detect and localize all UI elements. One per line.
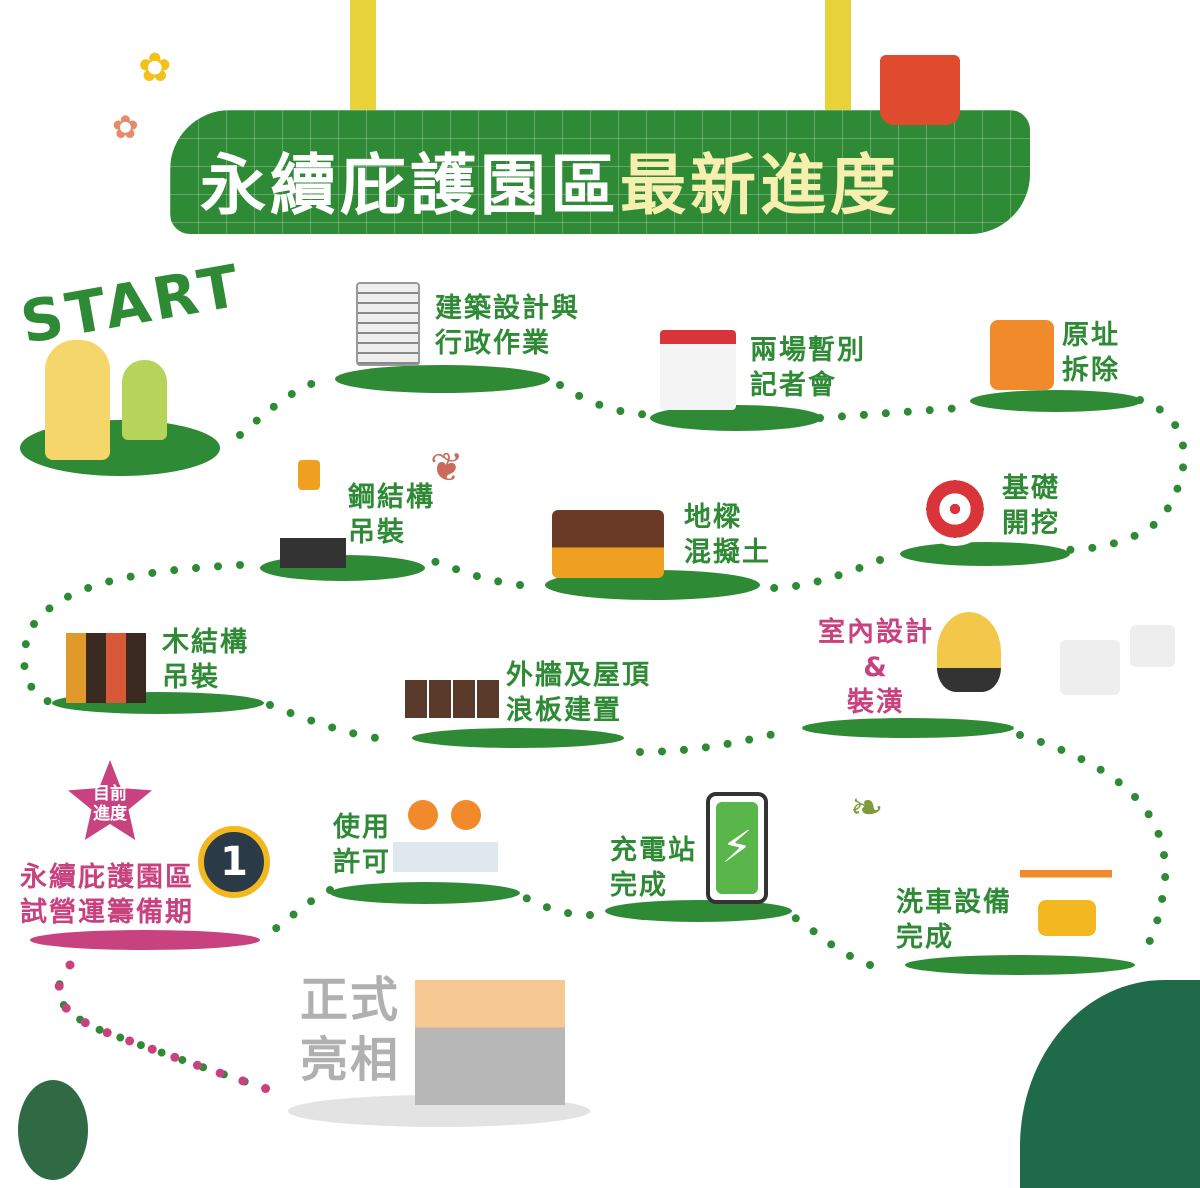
wood-planks-icon — [66, 633, 146, 703]
platform — [412, 728, 624, 748]
platform — [905, 955, 1135, 975]
butterfly-icon: ❦ — [430, 445, 464, 491]
leaf-icon: ❧ — [850, 785, 884, 831]
calendar-icon — [660, 330, 736, 410]
platform — [605, 900, 792, 922]
platform — [970, 390, 1142, 412]
flower-icon: ✿ — [112, 108, 139, 146]
platform — [802, 718, 1014, 738]
current-platform — [30, 930, 260, 950]
title-part-2: 最新進度 — [620, 147, 900, 224]
pawn-icon — [45, 340, 110, 460]
milestone-permit: 使用 許可 — [333, 812, 391, 878]
battery-icon: ⚡ — [706, 792, 768, 904]
milestone-demolition: 原址 拆除 — [1062, 320, 1120, 386]
milestone-excavation: 基礎 開挖 — [1002, 473, 1060, 539]
milestone-walls: 外牆及屋頂 浪板建置 — [506, 660, 651, 726]
dice-icon — [1060, 625, 1175, 700]
banner-pole-left — [350, 0, 376, 112]
shop-icon — [415, 980, 565, 1105]
pawn-icon — [122, 360, 167, 440]
banner-pole-right — [825, 0, 851, 112]
milestone-steel: 鋼結構 吊裝 — [348, 482, 435, 548]
crane-hook-icon — [280, 460, 346, 568]
milestone-interior: 室內設計 & 裝潢 — [818, 617, 934, 718]
milestone-launch: 正式 亮相 — [300, 972, 401, 1088]
bricks-trowel-icon — [405, 680, 501, 718]
rank-medal-icon: 1 — [198, 826, 270, 898]
platform — [335, 365, 550, 393]
milestone-carwash: 洗車設備 完成 — [896, 887, 1012, 953]
platform — [330, 882, 520, 904]
current-progress-label: 目前 進度 — [93, 784, 127, 824]
milestone-trial-operation: 永續庇護園區 試營運籌備期 — [20, 862, 194, 928]
watering-can-icon — [880, 55, 960, 125]
title-part-1: 永續庇護園區 — [200, 147, 620, 224]
workers-icon — [393, 800, 498, 875]
milestone-beam: 地樑 混擬土 — [684, 502, 771, 568]
pink-dots — [54, 960, 290, 1100]
concrete-truck-icon — [552, 510, 664, 578]
potted-plant-icon — [18, 1080, 88, 1180]
title-banner — [170, 110, 1030, 234]
notepad-icon — [356, 282, 420, 366]
target-icon — [918, 472, 992, 546]
lightbulb-icon — [937, 612, 1001, 692]
platform — [900, 542, 1070, 566]
car-wash-icon — [1020, 870, 1112, 946]
page-title: 永續庇護園區最新進度 — [200, 132, 900, 228]
green-dots — [20, 374, 1188, 1099]
flower-icon: ✿ — [138, 45, 172, 91]
safety-vest-icon — [990, 320, 1054, 390]
milestone-press: 兩場暫別 記者會 — [750, 335, 866, 401]
milestone-wood: 木結構 吊裝 — [162, 627, 249, 693]
milestone-design: 建築設計與 行政作業 — [435, 293, 580, 359]
milestone-charging: 充電站 完成 — [610, 835, 697, 901]
